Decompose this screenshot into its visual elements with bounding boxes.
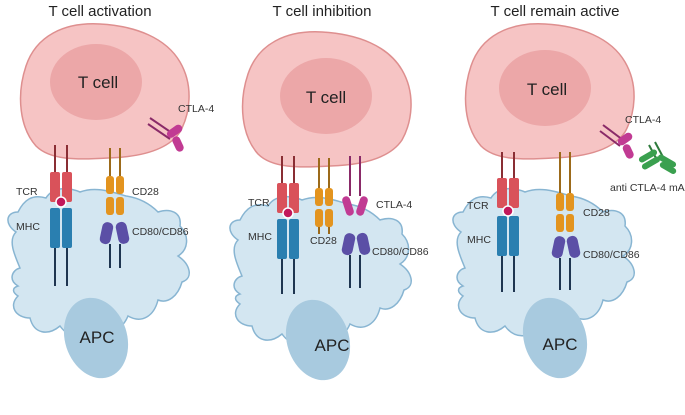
tcell-nucleus [50,44,142,120]
anti-ctla4-antibody [638,141,677,174]
tcr-mhc-complex [50,145,72,286]
label-tcr: TCR [467,200,489,212]
apc-nucleus [285,299,351,381]
label-ctla4: CTLA-4 [625,114,661,126]
ctla4-receptor [342,156,368,216]
peptide-antigen [502,205,514,217]
apc-cell: APC [452,187,635,379]
panel-inhibition: T cell inhibition APC T cell [229,3,429,381]
label-cd80-cd86: CD80/CD86 [372,246,429,258]
cd80-cd86-ligand [341,232,371,288]
label-mhc: MHC [248,231,272,243]
tcell-label: T cell [78,73,118,92]
apc-cell: APC [229,195,412,381]
label-cd28: CD28 [132,186,159,198]
cd80-cd86-ligand [99,221,130,268]
ctla4-receptor [599,124,634,159]
cd80-cd86-ligand [551,235,581,290]
peptide-antigen [55,196,67,208]
panel-title: T cell activation [48,3,151,20]
panel-title: T cell inhibition [273,3,372,20]
tcell-nucleus [499,50,591,126]
label-cd28: CD28 [583,207,610,219]
panel-remain-active: T cell remain active APC T cell [452,3,685,379]
apc-label: APC [543,335,578,354]
apc-label: APC [315,336,350,355]
label-cd80-cd86: CD80/CD86 [132,226,189,238]
peptide-antigen [282,207,294,219]
panel-title: T cell remain active [491,3,620,20]
label-cd28: CD28 [310,235,337,247]
label-cd80-cd86: CD80/CD86 [583,249,640,261]
cd28-receptor [556,152,574,232]
ctla4-receptor [147,117,184,152]
tcr-mhc-complex [277,156,299,294]
label-ctla4: CTLA-4 [178,103,214,115]
label-mhc: MHC [16,221,40,233]
apc-label: APC [80,328,115,347]
cd28-receptor [315,158,333,234]
label-tcr: TCR [16,186,38,198]
cd28-receptor [106,148,124,215]
apc-nucleus [63,297,129,379]
tcell-nucleus [280,58,372,134]
apc-cell: APC [7,187,190,379]
label-ctla4: CTLA-4 [376,199,412,211]
tcell-label: T cell [306,88,346,107]
t-cell: T cell [241,31,412,168]
t-cell: T cell [19,23,190,160]
tcr-mhc-complex [497,152,519,292]
tcell-label: T cell [527,80,567,99]
t-cell: T cell [464,23,635,160]
label-tcr: TCR [248,197,270,209]
label-mhc: MHC [467,234,491,246]
label-antibody: anti CTLA-4 mAb [610,182,685,194]
panel-activation: T cell activation APC T cell [7,3,214,379]
apc-nucleus [522,297,588,379]
